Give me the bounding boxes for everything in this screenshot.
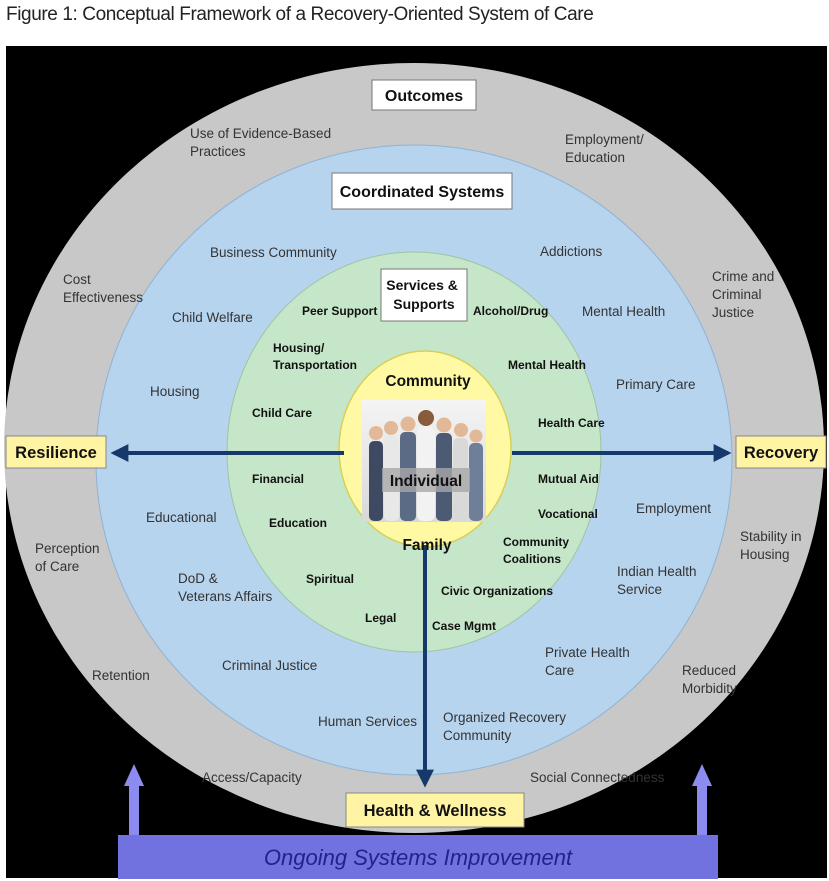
service-item-5: Child Care xyxy=(252,406,312,420)
system-item-11: Criminal Justice xyxy=(222,658,317,673)
outcomes-label: Outcomes xyxy=(385,88,463,105)
system-item-5: Housing xyxy=(150,384,200,399)
service-item-14: Legal xyxy=(365,611,396,625)
left-improvement-arrow xyxy=(124,764,144,835)
system-item-7: Educational xyxy=(146,510,217,525)
service-item-7: Financial xyxy=(252,472,304,486)
services-items: Peer Support Alcohol/DrugHousing/Transpor… xyxy=(252,304,605,633)
system-item-2: Addictions xyxy=(540,244,603,259)
individual-label: Individual xyxy=(390,473,462,490)
ongoing-improvement-label: Ongoing Systems Improvement xyxy=(264,845,573,870)
system-item-6: Primary Care xyxy=(616,377,696,392)
outcome-item-7: Retention xyxy=(92,668,150,683)
right-improvement-arrow xyxy=(692,764,712,835)
individual-label-box xyxy=(382,468,470,492)
service-item-8: Mutual Aid xyxy=(538,472,599,486)
family-label: Family xyxy=(402,537,451,554)
system-item-4: Mental Health xyxy=(582,304,665,319)
service-item-3: Housing/Transportation xyxy=(273,341,357,372)
coordinated-systems-label: Coordinated Systems xyxy=(340,184,505,201)
outcomes-box xyxy=(371,79,477,111)
system-item-13: Human Services xyxy=(318,714,417,729)
outcome-item-9: Access/Capacity xyxy=(202,770,302,785)
system-item-3: Child Welfare xyxy=(172,310,253,325)
service-item-13: Civic Organizations xyxy=(441,584,553,598)
resilience-box xyxy=(5,435,107,469)
recovery-label: Recovery xyxy=(744,444,819,462)
outcome-item-10: Social Connectedness xyxy=(530,770,665,785)
figure-title: Figure 1: Conceptual Framework of a Reco… xyxy=(6,4,594,25)
service-item-6: Health Care xyxy=(538,416,605,430)
service-item-9: Education xyxy=(269,516,327,530)
service-item-4: Mental Health xyxy=(508,358,586,372)
system-item-1: Business Community xyxy=(210,245,337,260)
service-item-15: Case Mgmt xyxy=(432,619,496,633)
outcome-item-2: Employment/Education xyxy=(565,132,644,165)
services-supports-box xyxy=(380,268,468,322)
coordinated-systems-box xyxy=(331,172,513,210)
service-item-2: Alcohol/Drug xyxy=(473,304,548,318)
health-wellness-label: Health & Wellness xyxy=(364,802,507,820)
service-item-10: Vocational xyxy=(538,507,598,521)
community-label: Community xyxy=(385,373,471,390)
system-item-8: Employment xyxy=(636,501,711,516)
people-photo xyxy=(362,400,486,522)
services-supports-label: Services & Supports xyxy=(386,277,462,312)
health-wellness-box xyxy=(345,792,525,828)
resilience-label: Resilience xyxy=(15,444,97,462)
service-item-12: Spiritual xyxy=(306,572,354,586)
ongoing-improvement-bar xyxy=(118,835,718,879)
service-item-1: Peer Support xyxy=(302,304,377,318)
recovery-box xyxy=(735,435,827,469)
system-item-9: DoD &Veterans Affairs xyxy=(178,571,273,604)
